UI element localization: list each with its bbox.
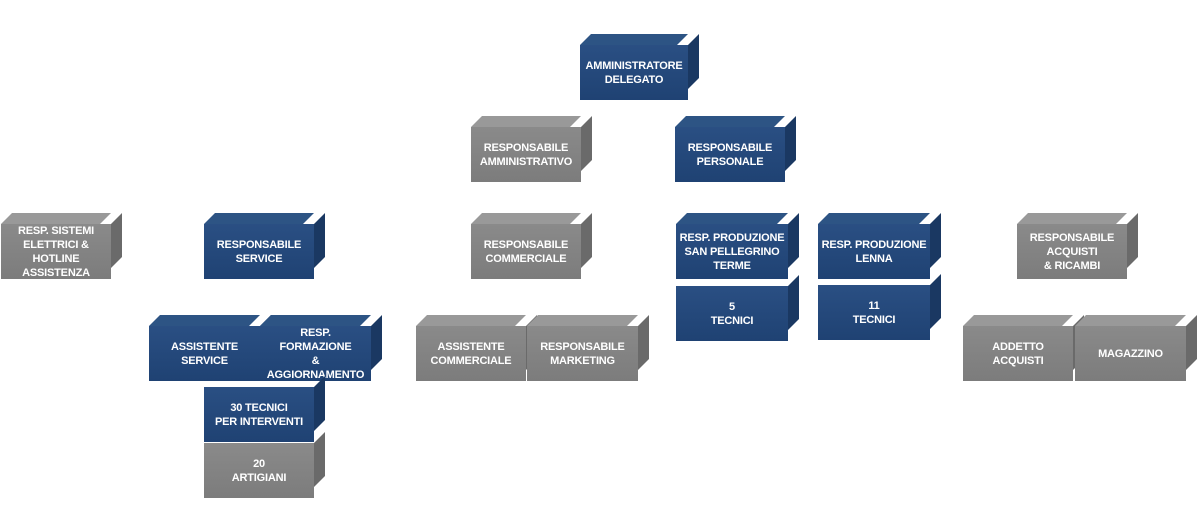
node-label: RESPONSABILE PERSONALE xyxy=(675,127,785,182)
node-assistente-service: ASSISTENTE SERVICE xyxy=(149,326,260,381)
node-responsabile-marketing: RESPONSABILE MARKETING xyxy=(527,326,638,381)
node-responsabile-personale: RESPONSABILE PERSONALE xyxy=(675,127,785,182)
node-label: 11 TECNICI xyxy=(818,285,930,340)
node-tecnici-san-pellegrino: 5 TECNICI xyxy=(676,286,788,341)
node-label: ASSISTENTE COMMERCIALE xyxy=(416,326,526,381)
node-resp-sistemi-elettrici: RESP. SISTEMI ELETTRICI & HOTLINE ASSIST… xyxy=(1,224,111,279)
node-label: MAGAZZINO xyxy=(1075,326,1186,381)
node-label: 5 TECNICI xyxy=(676,286,788,341)
node-label: RESP. PRODUZIONE LENNA xyxy=(818,224,930,279)
node-resp-formazione: RESP. FORMAZIONE & AGGIORNAMENTO xyxy=(260,326,371,381)
node-label: RESP. SISTEMI ELETTRICI & HOTLINE ASSIST… xyxy=(1,224,111,279)
node-label: RESP. FORMAZIONE & AGGIORNAMENTO xyxy=(260,326,371,381)
node-amministratore-delegato: AMMINISTRATORE DELEGATO xyxy=(580,45,688,100)
node-label: 20 ARTIGIANI xyxy=(204,443,314,498)
node-label: RESP. PRODUZIONE SAN PELLEGRINO TERME xyxy=(676,224,788,279)
node-label: ASSISTENTE SERVICE xyxy=(149,326,260,381)
node-responsabile-acquisti: RESPONSABILE ACQUISTI & RICAMBI xyxy=(1017,224,1127,279)
node-tecnici-interventi: 30 TECNICI PER INTERVENTI xyxy=(204,387,314,442)
node-responsabile-commerciale: RESPONSABILE COMMERCIALE xyxy=(471,224,581,279)
node-responsabile-amministrativo: RESPONSABILE AMMINISTRATIVO xyxy=(471,127,581,182)
node-assistente-commerciale: ASSISTENTE COMMERCIALE xyxy=(416,326,526,381)
node-label: ADDETTO ACQUISTI xyxy=(963,326,1073,381)
node-label: RESPONSABILE MARKETING xyxy=(527,326,638,381)
node-tecnici-lenna: 11 TECNICI xyxy=(818,285,930,340)
node-artigiani: 20 ARTIGIANI xyxy=(204,443,314,498)
node-responsabile-service: RESPONSABILE SERVICE xyxy=(204,224,314,279)
node-resp-produzione-lenna: RESP. PRODUZIONE LENNA xyxy=(818,224,930,279)
node-resp-produzione-san-pellegrino: RESP. PRODUZIONE SAN PELLEGRINO TERME xyxy=(676,224,788,279)
node-label: AMMINISTRATORE DELEGATO xyxy=(580,45,688,100)
node-magazzino: MAGAZZINO xyxy=(1075,326,1186,381)
node-label: RESPONSABILE ACQUISTI & RICAMBI xyxy=(1017,224,1127,279)
node-addetto-acquisti: ADDETTO ACQUISTI xyxy=(963,326,1073,381)
node-label: 30 TECNICI PER INTERVENTI xyxy=(204,387,314,442)
node-label: RESPONSABILE SERVICE xyxy=(204,224,314,279)
node-label: RESPONSABILE COMMERCIALE xyxy=(471,224,581,279)
node-label: RESPONSABILE AMMINISTRATIVO xyxy=(471,127,581,182)
